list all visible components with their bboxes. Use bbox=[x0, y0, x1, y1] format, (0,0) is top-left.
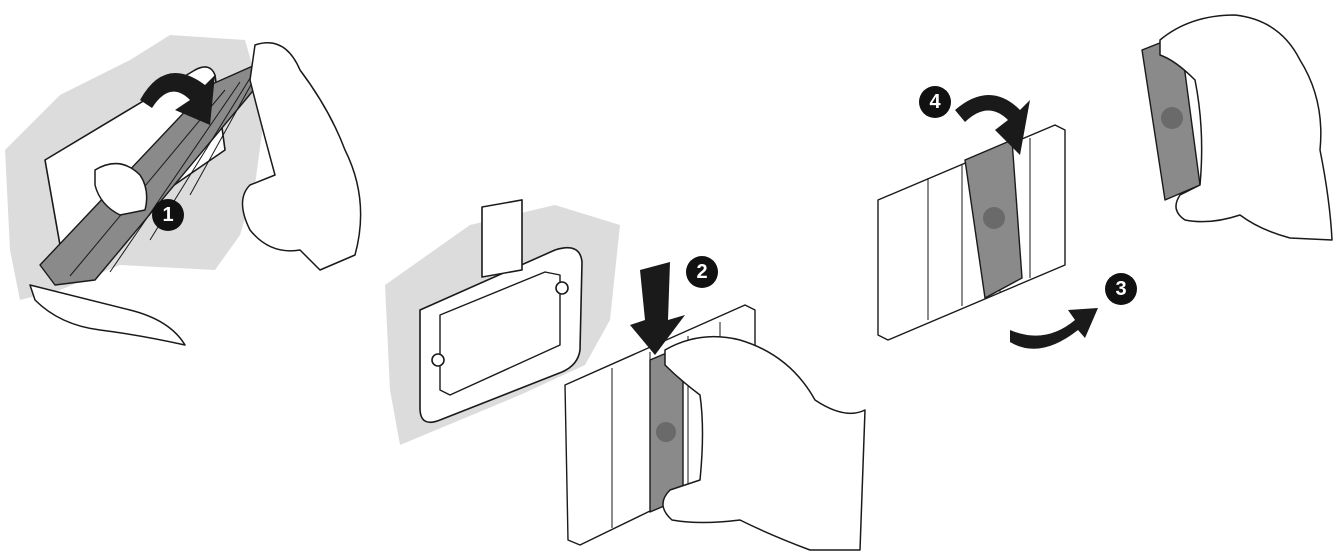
step-1-illustration: 1 bbox=[5, 35, 361, 345]
center-module bbox=[482, 200, 522, 277]
speaker-grille-3 bbox=[983, 207, 1005, 229]
held-module-illustration bbox=[1142, 15, 1332, 240]
step-2-label: 2 bbox=[696, 261, 707, 283]
step-1-label: 1 bbox=[162, 204, 173, 226]
plate-hole-left bbox=[432, 354, 444, 366]
rotate-arrow-4 bbox=[955, 95, 1030, 155]
rotate-arrow-3 bbox=[1010, 308, 1098, 349]
step-4-label: 4 bbox=[929, 91, 941, 113]
hand-left-1 bbox=[30, 285, 185, 345]
step-3-4-illustration: 3 4 bbox=[878, 86, 1137, 349]
hand-right-1 bbox=[243, 43, 361, 270]
speaker-grille-2 bbox=[656, 422, 676, 442]
step-3-label: 3 bbox=[1115, 278, 1126, 300]
speaker-grille-held bbox=[1161, 107, 1183, 129]
plate-hole-right bbox=[556, 282, 568, 294]
